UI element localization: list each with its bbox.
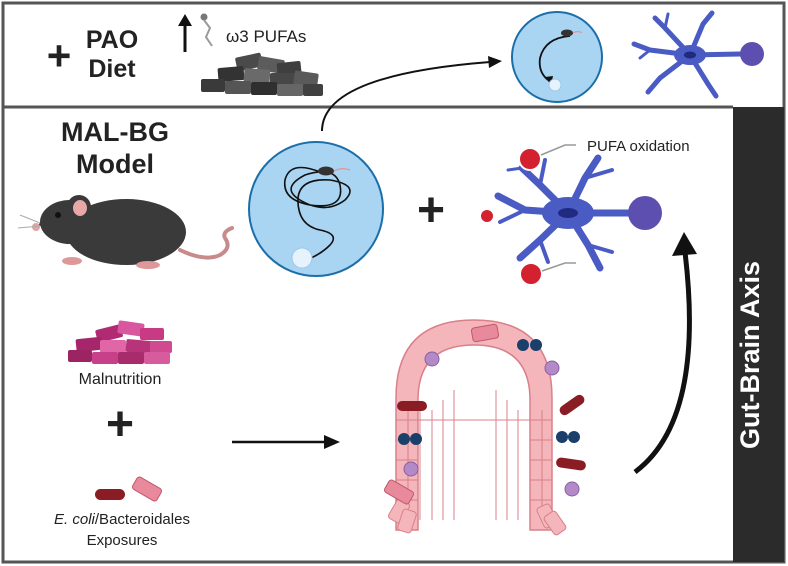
plus-exposures: + (106, 398, 134, 451)
mouse-top-icon (561, 29, 583, 37)
bacteroidales-text: /Bacteroidales (95, 511, 190, 528)
malnutrition-pellets-icon (68, 320, 172, 364)
water-maze-top (511, 11, 603, 103)
model-label-line2: Model (76, 149, 154, 179)
oxidation-dots (479, 147, 543, 286)
model-label-line1: MAL-BG (61, 117, 169, 147)
mouse-icon (17, 195, 234, 269)
omega3-label: ω3 PUFAs (226, 27, 306, 46)
pufa-leader-lines (540, 144, 576, 272)
fatty-acid-chain-icon (200, 13, 213, 47)
top-plus: + (47, 32, 72, 79)
gut-bacteria (383, 323, 586, 505)
bacteroidales-icon (131, 476, 163, 502)
diet-pellets-icon (201, 52, 323, 96)
curved-arrow-up (321, 56, 502, 132)
neuron-main-icon (494, 154, 662, 272)
ecoli-text: E. coli (54, 511, 96, 528)
water-maze-main (248, 141, 384, 277)
mouse-maze-icon (318, 166, 351, 176)
malnutrition-label: Malnutrition (79, 371, 162, 388)
gut-brain-axis-label: Gut-Brain Axis (735, 261, 765, 449)
exposures-label-line2: Exposures (87, 532, 158, 549)
diet-label-line2: Diet (88, 55, 136, 83)
curved-arrow-to-brain (633, 232, 697, 475)
arrow-to-gut (232, 435, 340, 449)
plus-brain: + (417, 184, 445, 237)
neuron-top-icon (631, 10, 764, 99)
bacteria-exposure-icons (95, 476, 163, 502)
pufa-oxidation-label: PUFA oxidation (587, 138, 690, 155)
up-arrow-icon (178, 14, 192, 52)
gut-villus-icon (388, 319, 567, 536)
side-bar (733, 107, 784, 562)
exposures-label-line1: E. coli/Bacteroidales (54, 511, 190, 528)
diet-label-line1: PAO (86, 26, 138, 54)
ecoli-icon (95, 489, 125, 500)
